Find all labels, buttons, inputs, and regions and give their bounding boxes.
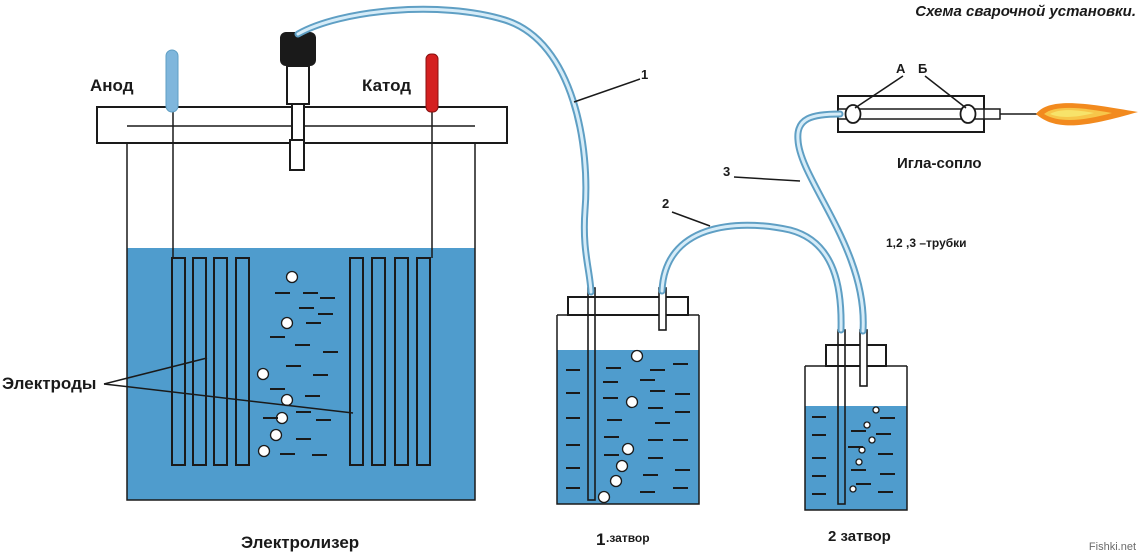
anode-terminal: [165, 49, 179, 113]
point-a-label: А: [896, 61, 906, 76]
electrodes-pointer-cathode: [103, 383, 354, 414]
electrolyzer-label: Электролизер: [241, 533, 359, 552]
electrolyzer-dashes: [263, 292, 338, 456]
trap-1: [556, 287, 700, 505]
trap-1-dashes: [566, 363, 690, 493]
electrolyzer-water: [127, 248, 475, 500]
electrolyzer-bubbles: [256, 270, 299, 458]
trap-2-outlet-pipe: [859, 329, 868, 387]
tube-2: [658, 221, 845, 334]
tube-2-label: 2: [662, 196, 669, 211]
trap-2-bubbles: [849, 406, 880, 493]
gas-outlet-fitting: [280, 32, 316, 171]
anode-plates: [171, 257, 250, 466]
anode-label: Анод: [90, 76, 134, 95]
diagram-title: Схема сварочной установки.: [915, 3, 1136, 20]
tube-3-label: 3: [723, 164, 730, 179]
tube-2-pointer: [671, 211, 711, 227]
tube-3-pointer: [733, 176, 801, 182]
trap-2-dashes: [812, 416, 895, 495]
tube-1-pointer: [573, 78, 641, 103]
electrolyzer-tank-walls: [126, 126, 476, 501]
trap-1-label-number: 1: [596, 530, 605, 549]
trap-2-lid: [825, 344, 887, 367]
flame-icon: [1036, 103, 1138, 126]
cathode-label: Катод: [362, 76, 411, 95]
tubes-note: 1,2 ,3 –трубки: [886, 236, 967, 250]
point-b-label: Б: [918, 61, 927, 76]
nozzle-label: Игла-сопло: [897, 155, 982, 172]
nozzle-point-a-ring: [844, 104, 862, 124]
electrolyzer: [96, 32, 508, 501]
cathode-terminal: [425, 53, 439, 113]
trap-1-bubbles: [597, 349, 644, 504]
tube-3: [794, 110, 867, 335]
trap-1-water: [557, 350, 699, 504]
electrodes-pointer-anode: [103, 357, 208, 385]
tube-1-label: 1: [641, 67, 648, 82]
trap-1-label-word: .затвор: [606, 531, 650, 545]
trap-2-label: 2 затвор: [828, 528, 891, 545]
watermark: Fishki.net: [1089, 541, 1136, 553]
tube-1: [294, 5, 595, 296]
electrodes-label: Электроды: [2, 374, 96, 393]
trap-2: [804, 329, 908, 511]
needle-nozzle: [837, 75, 1038, 133]
trap-1-lid: [567, 296, 689, 316]
nozzle-point-b-ring: [959, 104, 977, 124]
cathode-plates: [349, 257, 431, 466]
